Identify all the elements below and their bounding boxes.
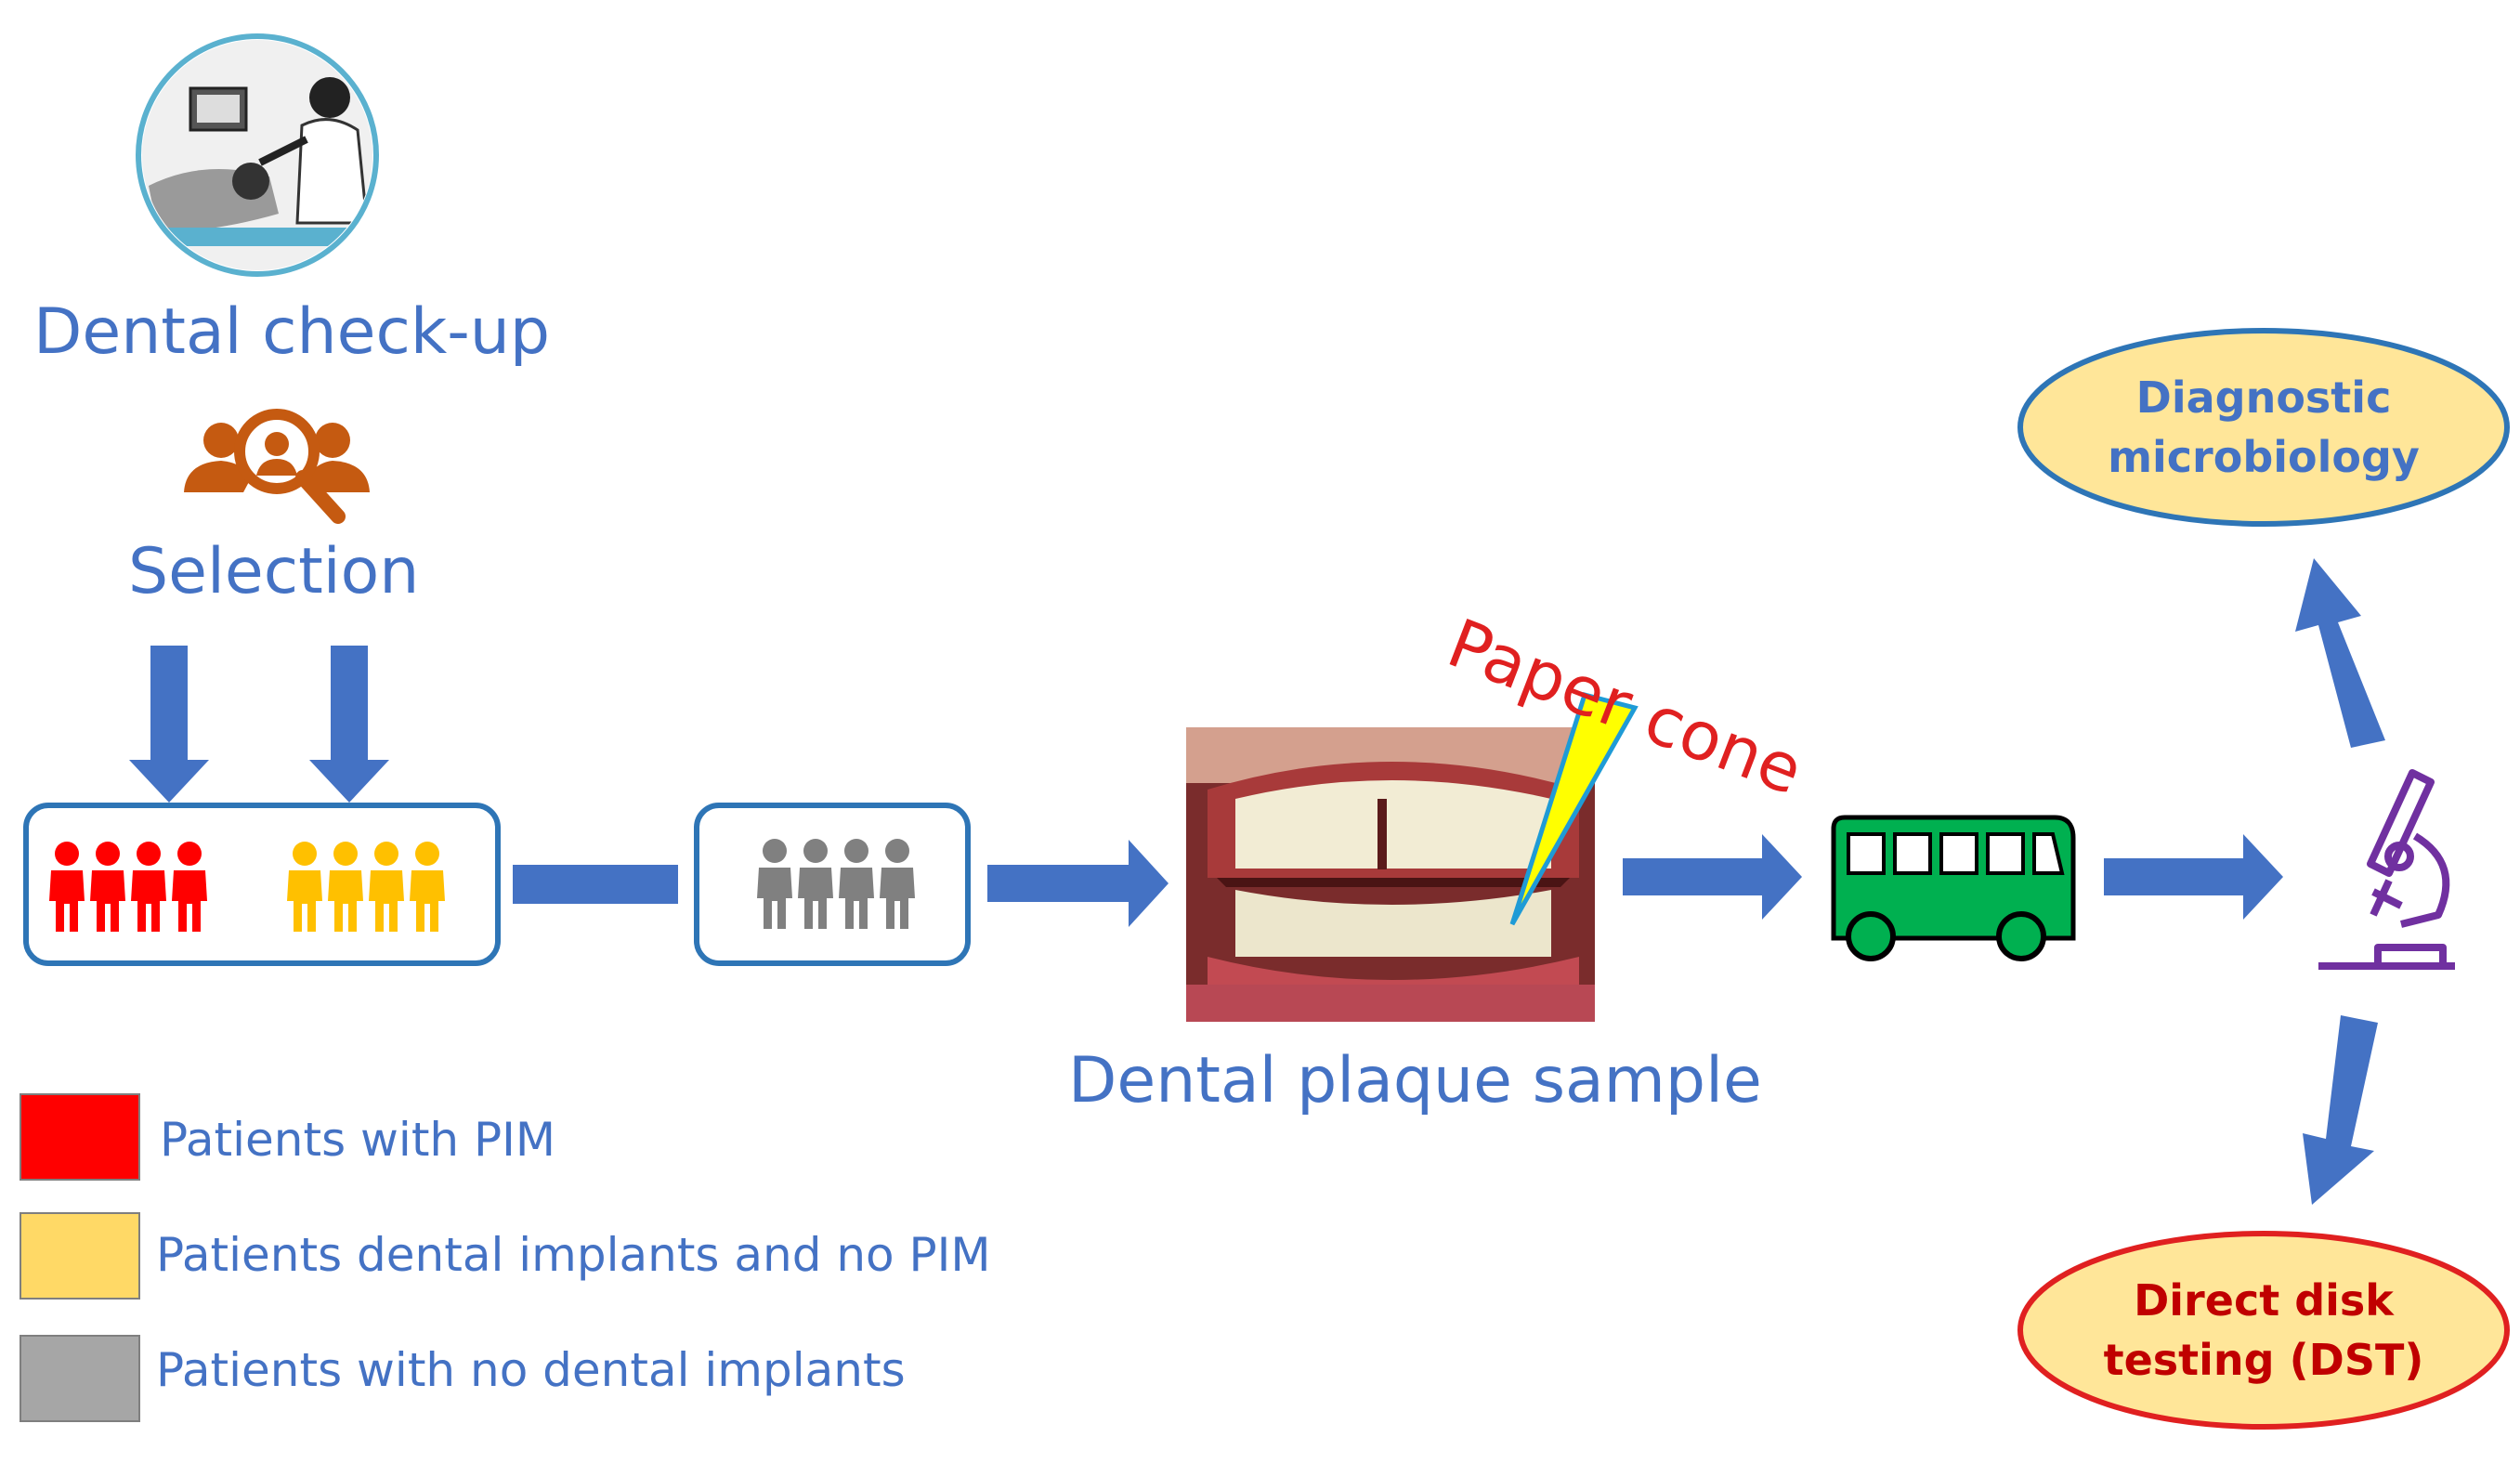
people-search-icon [184,409,370,524]
dst-line2: testing (DST) [2103,1335,2424,1385]
dental-photo [1186,727,1595,1022]
legend-label-pim: Patients with PIM [160,1113,556,1167]
legend-swatch-no-implants [20,1335,140,1422]
microscope-icon [2318,769,2455,970]
arrow-to-transport [1623,834,1802,920]
dst-text: Direct disk testing (DST) [2017,1271,2510,1390]
arrow-to-diagnostic [2295,558,2385,748]
arrow-to-dst [2303,1015,2378,1205]
legend-label-implants: Patients dental implants and no PIM [156,1228,991,1282]
legend-label-no-implants: Patients with no dental implants [156,1343,906,1397]
dst-line1: Direct disk [2134,1275,2394,1326]
selection-label: Selection [128,535,420,608]
plaque-sample-label: Dental plaque sample [1068,1044,1762,1117]
dentist-photo [136,33,379,277]
checkup-label: Dental check-up [33,295,551,369]
bus-icon [1831,815,2076,961]
legend-swatch-pim [20,1093,140,1181]
arrow-to-lab [2104,834,2283,920]
down-arrow-pim [129,646,209,803]
paper-cone-icon [1509,691,1639,926]
diagnostic-line1: Diagnostic [2135,372,2392,423]
diagnostic-ellipse [2017,328,2510,527]
diagnostic-microbiology-text: Diagnostic microbiology [2017,368,2510,487]
down-arrow-implants [309,646,389,803]
arrow-to-sample [987,840,1169,927]
legend-swatch-implants [20,1212,140,1300]
diagnostic-line2: microbiology [2108,432,2420,482]
connector-bar [513,865,678,904]
dst-ellipse [2017,1231,2510,1430]
